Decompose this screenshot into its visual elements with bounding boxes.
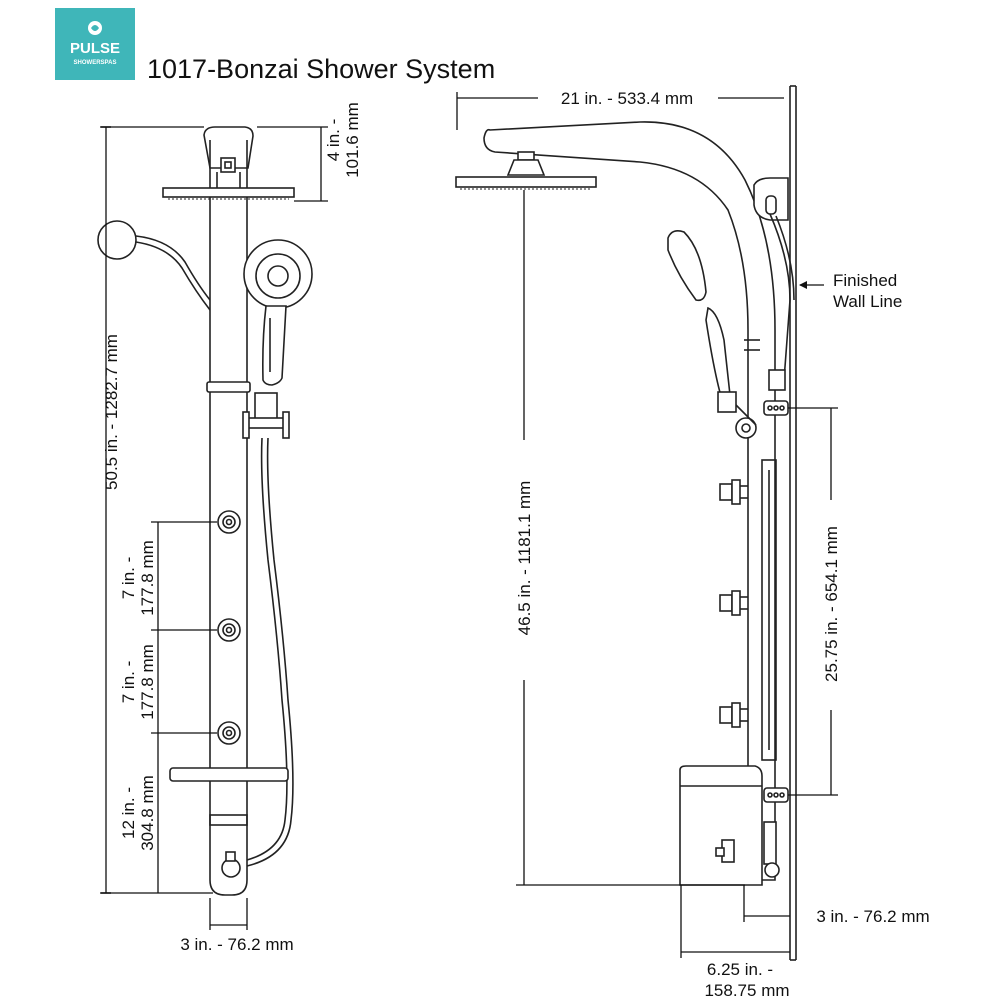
side-shower-arm bbox=[483, 121, 776, 881]
label-jet-range: 25.75 in. - 654.1 mm bbox=[822, 526, 841, 682]
side-body-jet-1 bbox=[719, 479, 748, 505]
front-column bbox=[209, 140, 248, 896]
label-head-height-2: 101.6 mm bbox=[343, 102, 362, 178]
front-body-jet-3 bbox=[217, 721, 241, 745]
front-shelf bbox=[169, 767, 289, 782]
label-side-depth: 3 in. - 76.2 mm bbox=[816, 907, 929, 926]
side-holder bbox=[717, 391, 737, 413]
front-hose bbox=[246, 437, 288, 861]
label-bottom-1: 12 in. - bbox=[119, 787, 138, 839]
label-total-depth-2: 158.75 mm bbox=[704, 981, 789, 1000]
side-upper-connector bbox=[763, 400, 789, 416]
logo-brand-name: PULSE bbox=[70, 40, 120, 57]
side-top-bracket bbox=[753, 177, 789, 221]
label-jet-spacing-1b: 177.8 mm bbox=[138, 540, 157, 616]
front-holder-bar bbox=[243, 417, 289, 429]
wall-label-2: Wall Line bbox=[833, 292, 902, 311]
label-head-height-1: 4 in. - bbox=[324, 119, 343, 162]
side-handheld-head bbox=[667, 230, 707, 302]
side-head-mount bbox=[517, 151, 535, 161]
side-bottom-fitting bbox=[763, 821, 777, 865]
label-total-height: 50.5 in. - 1282.7 mm bbox=[102, 334, 121, 490]
side-hose-clip bbox=[768, 369, 786, 391]
label-bottom-2: 304.8 mm bbox=[138, 775, 157, 851]
logo-tagline: SHOWERSPAS bbox=[74, 60, 117, 66]
label-reach: 21 in. - 533.4 mm bbox=[561, 89, 693, 108]
front-view: 50.5 in. - 1282.7 mm 4 in. - 101.6 mm 7 … bbox=[97, 102, 362, 954]
front-head-mount bbox=[220, 157, 236, 173]
side-hose bbox=[769, 213, 791, 389]
side-rain-head bbox=[455, 176, 597, 188]
side-handheld-handle bbox=[705, 306, 731, 402]
side-body-jet-2 bbox=[719, 590, 748, 616]
pulse-logo: PULSE SHOWERSPAS bbox=[55, 8, 135, 80]
front-valve-band bbox=[209, 814, 248, 826]
logo-background bbox=[55, 8, 135, 80]
front-rain-head bbox=[162, 187, 295, 198]
label-total-depth-1: 6.25 in. - bbox=[707, 960, 773, 979]
label-jet-spacing-1a: 7 in. - bbox=[119, 557, 138, 600]
side-back-strip bbox=[761, 459, 777, 761]
front-collar bbox=[206, 381, 251, 393]
logo-swirl-icon bbox=[91, 25, 99, 31]
side-view: 21 in. - 533.4 mm 46.5 in. - 1181.1 mm 2… bbox=[455, 85, 930, 1000]
front-body-jet-2 bbox=[217, 618, 241, 642]
label-head-to-bottom: 46.5 in. - 1181.1 mm bbox=[515, 481, 534, 636]
side-lower-connector bbox=[763, 787, 789, 803]
side-holder-knob bbox=[735, 417, 757, 439]
front-handheld-handle bbox=[262, 305, 287, 386]
label-front-width: 3 in. - 76.2 mm bbox=[180, 935, 293, 954]
label-jet-spacing-2a: 7 in. - bbox=[119, 661, 138, 704]
label-jet-spacing-2b: 177.8 mm bbox=[138, 644, 157, 720]
wall-label-1: Finished bbox=[833, 271, 897, 290]
front-column-cap bbox=[203, 126, 254, 169]
page-title: 1017-Bonzai Shower System bbox=[147, 54, 495, 84]
side-body-jet-3 bbox=[719, 702, 748, 728]
front-body-jet-1 bbox=[217, 510, 241, 534]
side-shelf-box bbox=[679, 765, 763, 886]
front-ball-valve bbox=[97, 220, 137, 260]
